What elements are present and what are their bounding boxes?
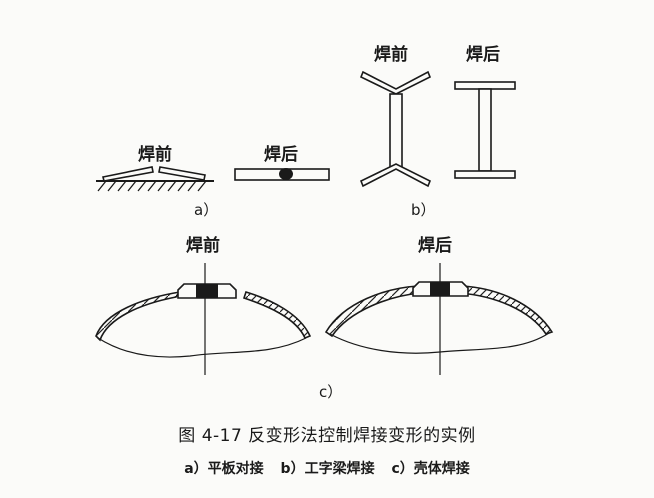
panel-c-sublabel: c） [319,383,342,401]
deformation-figure: 焊前 焊后 a） 焊前 [95,44,554,401]
boss-weld-after [430,282,450,296]
panel-c-after-label: 焊后 [418,236,452,256]
shell-base-after [329,332,550,354]
left-plate-tilted [102,166,154,182]
caption-parts: a）平板对接 b）工字梁焊接 c）壳体焊接 [0,458,654,478]
panel-b-sublabel: b） [411,201,436,219]
shell-after [324,285,554,338]
panel-b-after-label: 焊后 [466,45,500,65]
panel-a: 焊前 焊后 a） [96,144,330,219]
panel-a-after-label: 焊后 [264,145,298,165]
shell-left-before [95,290,182,342]
weld-bead [279,168,293,180]
panel-c: 焊前 焊后 c） [95,235,554,401]
panel-c-before-label: 焊前 [186,235,220,256]
panel-b-before-label: 焊前 [374,44,408,65]
caption-part-b: b）工字梁焊接 [280,461,375,477]
caption-part-c: c）壳体焊接 [391,461,470,477]
figure-caption: 图 4-17 反变形法控制焊接变形的实例 [178,426,476,446]
ibeam-straight [454,81,516,179]
panel-a-sublabel: a） [194,201,218,219]
ibeam-prebent [359,70,432,188]
panel-b: 焊前 焊后 b） [359,44,516,219]
shell-right-before [242,291,312,340]
caption-part-a: a）平板对接 [184,461,264,477]
panel-a-before-label: 焊前 [138,144,172,165]
ground-hatch [97,180,207,192]
shell-base-before [97,337,307,358]
right-plate-tilted [158,166,206,181]
boss-weld-before [196,284,218,298]
